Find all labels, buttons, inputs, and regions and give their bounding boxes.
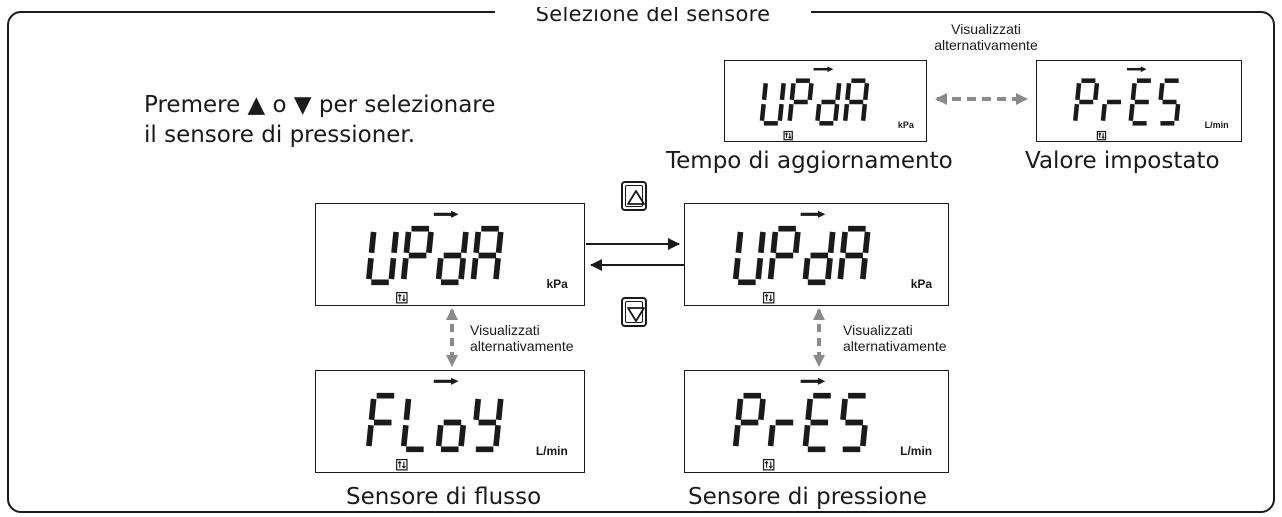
unit-label: kPa xyxy=(910,276,933,291)
lcd-digit xyxy=(1100,99,1122,121)
lcd-digit xyxy=(815,83,842,126)
lcd-digit xyxy=(435,419,467,453)
down-key[interactable] xyxy=(621,297,647,327)
lcd-digit xyxy=(802,231,836,286)
switch-status-icon xyxy=(762,291,775,304)
caption-pressure: Sensore di pressione xyxy=(688,484,927,510)
lcd-digit xyxy=(400,398,424,453)
mode-indicator-icon xyxy=(813,66,834,73)
alternate-label-line-2: alternativamente xyxy=(470,338,574,354)
lcd-updating-time-segments xyxy=(759,66,870,141)
alternate-label-line-1: Visualizzati xyxy=(470,322,540,338)
lcd-digit xyxy=(732,392,766,447)
alternate-label-line-1: Visualizzati xyxy=(843,322,913,338)
lcd-digit xyxy=(732,231,766,286)
lcd-main-right-segments xyxy=(732,210,871,304)
lcd-digit xyxy=(366,392,395,447)
mode-indicator-icon xyxy=(800,210,826,218)
lcd-digit xyxy=(759,83,786,126)
mode-indicator-icon xyxy=(433,210,459,218)
lcd-digit xyxy=(842,78,870,121)
lcd-flow: L/min xyxy=(315,370,585,473)
switch-status-icon xyxy=(396,458,408,471)
lcd-digit xyxy=(837,225,871,280)
unit-label: kPa xyxy=(546,276,568,291)
triangle-down-icon xyxy=(627,307,645,322)
instruction-line-1: Premere ▲ o ▼ per selezionare xyxy=(144,92,496,118)
alternate-label-right: Visualizzati alternativamente xyxy=(843,322,947,354)
up-key[interactable] xyxy=(621,181,647,211)
lcd-digit xyxy=(473,398,504,453)
lcd-main-left: kPa xyxy=(315,203,585,306)
switch-status-icon xyxy=(783,130,793,141)
instructions: Premere ▲ o ▼ per selezionare il sensore… xyxy=(144,90,495,150)
unit-label: L/min xyxy=(1204,119,1229,130)
lcd-digit xyxy=(1128,78,1151,126)
panel-frame: Selezione del sensore xyxy=(7,7,1275,513)
lcd-digit xyxy=(366,231,399,286)
alternate-label-left: Visualizzati alternativamente xyxy=(470,322,574,354)
mode-indicator-icon xyxy=(433,377,459,385)
lcd-updating-time: kPa xyxy=(724,60,927,142)
mode-indicator-icon xyxy=(1126,66,1147,73)
caption-setpoint: Valore impostato xyxy=(1025,148,1220,174)
unit-label: kPa xyxy=(897,119,914,130)
lcd-digit xyxy=(1158,78,1181,126)
instruction-line-2: il sensore di pressioner. xyxy=(144,122,416,148)
caption-updating-time: Tempo di aggiornamento xyxy=(666,148,953,174)
triangle-up-icon xyxy=(627,190,645,205)
lcd-main-left-segments xyxy=(366,210,504,304)
lcd-pressure: L/min xyxy=(684,370,949,473)
switch-status-icon xyxy=(762,458,775,471)
caption-flow: Sensore di flusso xyxy=(346,484,542,510)
switch-status-icon xyxy=(1096,130,1107,141)
alternate-label-top: Visualizzati alternativamente xyxy=(916,21,1056,53)
unit-label: L/min xyxy=(535,443,568,458)
lcd-digit xyxy=(470,225,504,280)
lcd-flow-segments xyxy=(366,377,504,471)
lcd-setpoint: L/min xyxy=(1036,60,1242,142)
lcd-main-right: kPa xyxy=(684,203,949,306)
switch-status-icon xyxy=(396,291,408,304)
alternate-label-line-1: Visualizzati xyxy=(951,21,1021,37)
unit-label: L/min xyxy=(900,443,933,458)
lcd-digit xyxy=(840,392,868,453)
mode-indicator-icon xyxy=(800,377,826,385)
lcd-digit xyxy=(787,78,814,121)
alternate-label-line-2: alternativamente xyxy=(843,338,947,354)
lcd-digit xyxy=(435,231,469,286)
lcd-digit xyxy=(400,225,434,280)
alternate-label-line-2: alternativamente xyxy=(934,37,1038,53)
frame-title: Selezione del sensore xyxy=(495,7,811,29)
lcd-digit xyxy=(767,419,794,447)
lcd-digit xyxy=(802,392,831,453)
lcd-digit xyxy=(767,225,801,280)
lcd-digit xyxy=(1073,78,1100,121)
lcd-pressure-segments xyxy=(732,377,868,471)
lcd-setpoint-segments xyxy=(1073,66,1181,141)
